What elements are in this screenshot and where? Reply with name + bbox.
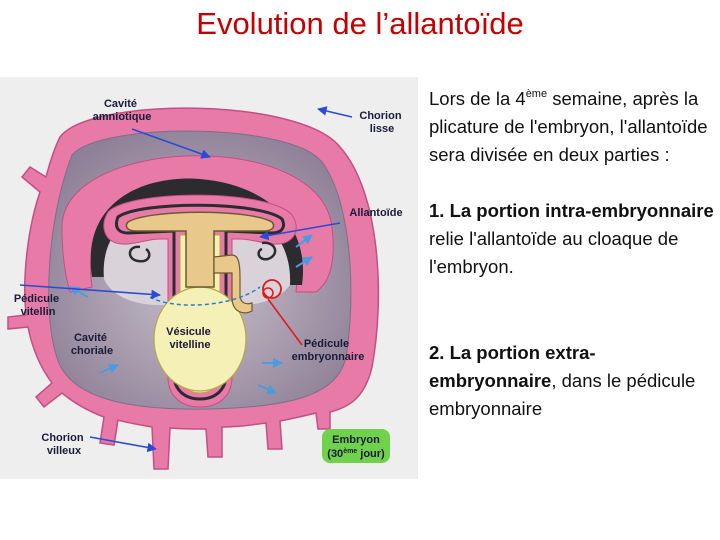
arrow-chorion-lisse <box>317 106 353 118</box>
flow-arrow-5 <box>257 384 277 394</box>
explanation-text: Lors de la 4ème semaine, après la plicat… <box>429 80 714 423</box>
embryo-badge-bg <box>322 429 390 463</box>
red-pointer-line <box>267 298 303 346</box>
embryo-day-badge: Embryon (30ème jour) <box>322 429 390 463</box>
label-allantoide: Allantoïde <box>349 207 402 219</box>
red-marker-circle <box>262 279 282 299</box>
label-pedicule-vitellin: Pédicule vitellin <box>14 293 62 318</box>
gut-tube <box>125 211 275 288</box>
label-vesicule-vitelline: Vésicule vitelline <box>166 326 214 351</box>
label-pedicule-embryonnaire: Pédicule embryonnaire <box>292 338 365 363</box>
flow-arrow-6 <box>295 256 313 268</box>
red-marker-inner <box>262 287 274 299</box>
arrow-cavite-amniotique <box>131 128 211 159</box>
allantois-tube <box>213 254 253 314</box>
pointer-arrows <box>19 106 353 453</box>
tail-coil <box>257 241 277 261</box>
allantois-diagram: Cavité amniotique Chorion lisse Allantoï… <box>0 77 418 479</box>
label-chorion-lisse: Chorion lisse <box>359 110 404 135</box>
embryo-badge-line1: Embryon <box>332 434 380 446</box>
flow-arrow-3 <box>99 364 119 374</box>
arrow-pedicule-vitellin <box>19 284 161 300</box>
intra-embryonic-paragraph: 1. La portion intra-embryonnaire relie l… <box>429 200 714 277</box>
head-coil <box>128 245 151 263</box>
extra-embryonic-paragraph: 2. La portion extra-embryonnaire, dans l… <box>429 342 696 419</box>
embryo-badge-line2: (30ème jour) <box>327 448 385 460</box>
label-cavite-choriale: Cavité choriale <box>71 332 113 357</box>
label-chorion-villeux: Chorion villeux <box>41 432 86 457</box>
boundary-dashed <box>149 286 261 306</box>
arrow-chorion-villeux <box>89 436 157 453</box>
arrow-allantoide <box>259 222 341 241</box>
label-cavite-amniotique: Cavité amniotique <box>93 98 152 123</box>
flow-arrow-1 <box>295 234 313 248</box>
intro-paragraph: Lors de la 4ème semaine, après la plicat… <box>429 88 708 165</box>
slide-title: Evolution de l’allantoïde <box>196 6 524 41</box>
